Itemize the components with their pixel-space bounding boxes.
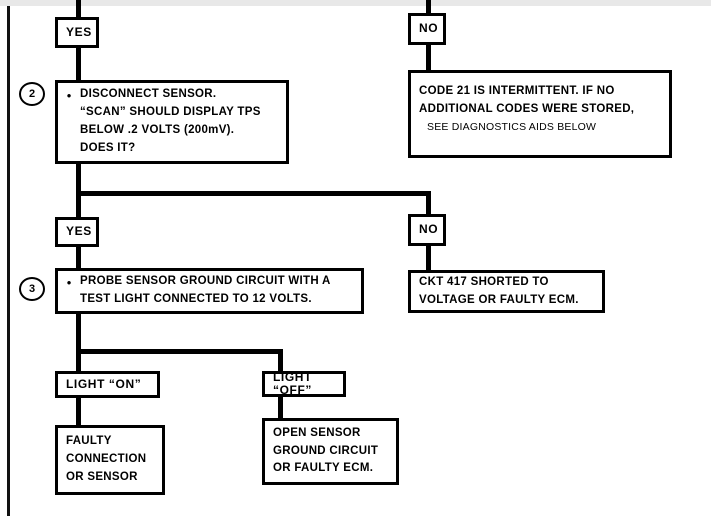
open-sensor-line-2: GROUND CIRCUIT xyxy=(273,444,379,457)
step-2-line-3: BELOW .2 VOLTS (200mV). xyxy=(80,124,235,136)
decision-label-yes-step1[interactable]: YES xyxy=(55,17,99,48)
connector-no2-to-ckt417 xyxy=(426,245,431,271)
open-sensor-line-3: OR FAULTY ECM. xyxy=(273,462,374,475)
step-number-2-badge: 2 xyxy=(19,82,45,106)
step-3-instruction-lines: PROBE SENSOR GROUND CIRCUIT WITH A TEST … xyxy=(80,273,353,309)
connector-top-right-into-no1 xyxy=(426,0,431,14)
code-21-line-2: ADDITIONAL CODES WERE STORED, xyxy=(419,102,635,115)
decision-label-no-step1-text: NO xyxy=(419,21,439,36)
branch-label-light-on-text: LIGHT “ON” xyxy=(66,376,142,391)
code-21-line-1: CODE 21 IS INTERMITTENT. IF NO xyxy=(419,85,615,97)
page-top-strip xyxy=(0,0,711,6)
decision-label-yes-step2-text: YES xyxy=(66,224,92,239)
decision-label-yes-step2[interactable]: YES xyxy=(55,217,99,247)
connector-lower-split-horizontal xyxy=(76,349,283,354)
step-3-line-1: PROBE SENSOR GROUND CIRCUIT WITH A xyxy=(80,275,331,288)
bullet-icon: • xyxy=(66,275,72,291)
step-2-line-1: DISCONNECT SENSOR. xyxy=(80,88,217,101)
branch-label-light-off[interactable]: LIGHT “OFF” xyxy=(262,369,346,397)
faulty-connection-or-sensor-box[interactable]: FAULTY CONNECTION OR SENSOR xyxy=(55,425,165,495)
faulty-connection-line-3: OR SENSOR xyxy=(66,470,138,483)
step-3-instruction-box[interactable]: • PROBE SENSOR GROUND CIRCUIT WITH A TES… xyxy=(55,268,364,314)
step-2-line-2: “SCAN” SHOULD DISPLAY TPS xyxy=(80,106,261,119)
connector-junction-to-no2 xyxy=(426,191,431,216)
step-2-instruction-box[interactable]: • DISCONNECT SENSOR. “SCAN” SHOULD DISPL… xyxy=(55,80,289,164)
step-3-line-2: TEST LIGHT CONNECTED TO 12 VOLTS. xyxy=(80,293,312,305)
bullet-icon: • xyxy=(66,88,72,104)
ckt-417-line-1: CKT 417 SHORTED TO xyxy=(419,275,549,288)
connector-light-on-to-faulty-connection xyxy=(76,397,81,427)
connector-top-left-into-yes1 xyxy=(76,0,81,18)
decision-label-no-step2-text: NO xyxy=(419,222,439,237)
faulty-connection-line-1: FAULTY xyxy=(66,435,112,448)
open-sensor-line-1: OPEN SENSOR xyxy=(273,426,361,439)
faulty-connection-line-2: CONNECTION xyxy=(66,453,147,466)
decision-label-yes-step1-text: YES xyxy=(66,24,92,39)
step-2-instruction-lines: DISCONNECT SENSOR. “SCAN” SHOULD DISPLAY… xyxy=(80,86,278,157)
step-2-line-4: DOES IT? xyxy=(80,141,136,154)
branch-label-light-off-text: LIGHT “OFF” xyxy=(273,369,312,397)
decision-label-no-step1[interactable]: NO xyxy=(408,13,446,45)
decision-label-no-step2[interactable]: NO xyxy=(408,214,446,246)
code-21-see-diagnostics-aids: SEE DIAGNOSTICS AIDS BELOW xyxy=(427,120,597,133)
connector-step3-to-split xyxy=(76,313,81,353)
connector-junction-to-yes2 xyxy=(76,191,81,218)
connector-light-off-to-open-sensor xyxy=(278,396,283,420)
connector-junction-horizontal xyxy=(76,191,431,196)
ckt-417-shorted-box[interactable]: CKT 417 SHORTED TO VOLTAGE OR FAULTY ECM… xyxy=(408,270,605,313)
page-border-left-rule xyxy=(7,6,10,516)
ckt-417-line-2: VOLTAGE OR FAULTY ECM. xyxy=(419,293,579,306)
connector-yes1-to-step2 xyxy=(76,46,81,80)
branch-label-light-on[interactable]: LIGHT “ON” xyxy=(55,371,160,398)
code-21-intermittent-box[interactable]: CODE 21 IS INTERMITTENT. IF NO ADDITIONA… xyxy=(408,70,672,158)
connector-yes2-to-step3 xyxy=(76,246,81,268)
step-number-3-badge: 3 xyxy=(19,277,45,301)
connector-split-to-light-on xyxy=(76,349,81,373)
connector-no1-to-code21 xyxy=(426,43,431,72)
connector-split-to-light-off xyxy=(278,349,283,373)
open-sensor-ground-circuit-box[interactable]: OPEN SENSOR GROUND CIRCUIT OR FAULTY ECM… xyxy=(262,418,399,485)
connector-step2-to-junction xyxy=(76,162,81,196)
